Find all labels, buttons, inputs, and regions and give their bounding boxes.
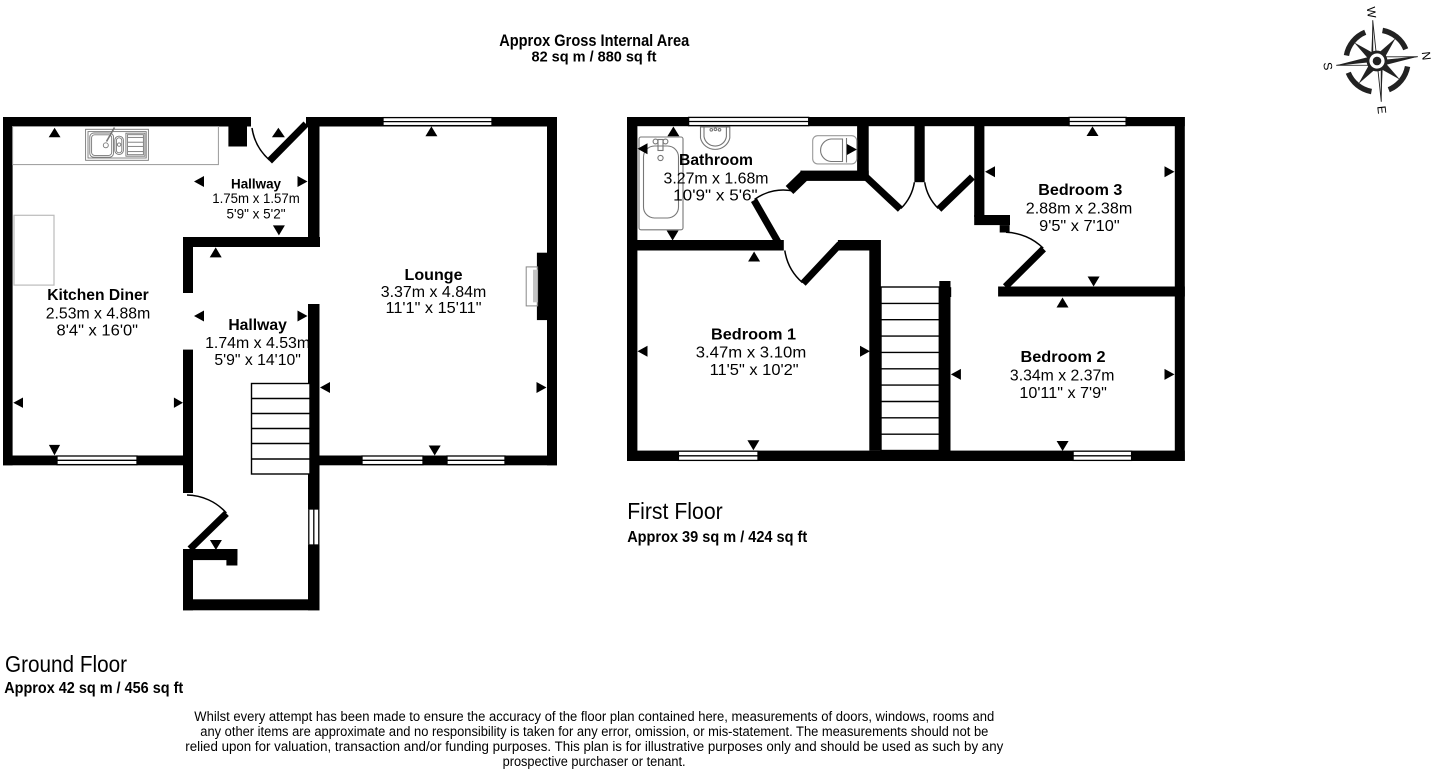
svg-text:3.34m x 2.37m: 3.34m x 2.37m: [1010, 367, 1115, 384]
svg-text:11'5" x 10'2": 11'5" x 10'2": [710, 362, 799, 379]
svg-text:Hallway: Hallway: [231, 176, 281, 192]
svg-text:Approx 42 sq m / 456 sq ft: Approx 42 sq m / 456 sq ft: [4, 680, 184, 697]
svg-text:2.53m x 4.88m: 2.53m x 4.88m: [46, 305, 151, 322]
svg-text:10'11" x 7'9": 10'11" x 7'9": [1019, 385, 1107, 402]
svg-text:3.37m x 4.84m: 3.37m x 4.84m: [381, 284, 487, 301]
svg-text:1.75m x 1.57m: 1.75m x 1.57m: [212, 190, 300, 206]
svg-text:Kitchen Diner: Kitchen Diner: [47, 287, 149, 304]
svg-text:First Floor: First Floor: [627, 498, 723, 524]
svg-text:Approx Gross Internal Area: Approx Gross Internal Area: [499, 31, 689, 50]
svg-text:3.47m x 3.10m: 3.47m x 3.10m: [696, 344, 807, 361]
svg-text:prospective purchaser or tenan: prospective purchaser or tenant.: [503, 754, 686, 769]
svg-text:Bedroom 1: Bedroom 1: [711, 327, 796, 344]
svg-text:relied upon for valuation, tra: relied upon for valuation, transaction a…: [185, 739, 1003, 754]
svg-text:W: W: [1364, 6, 1379, 19]
svg-text:5'9" x 5'2": 5'9" x 5'2": [227, 205, 286, 221]
svg-text:11'1" x 15'11": 11'1" x 15'11": [386, 300, 482, 317]
svg-text:10'9" x 5'6": 10'9" x 5'6": [673, 188, 758, 205]
svg-text:8'4" x 16'0": 8'4" x 16'0": [57, 322, 139, 339]
svg-text:N: N: [1419, 51, 1432, 61]
svg-text:Lounge: Lounge: [405, 267, 463, 284]
svg-text:1.74m x 4.53m: 1.74m x 4.53m: [205, 335, 310, 352]
svg-text:Whilst every attempt has been: Whilst every attempt has been made to en…: [194, 709, 994, 724]
svg-text:3.27m x 1.68m: 3.27m x 1.68m: [664, 171, 769, 188]
svg-text:Hallway: Hallway: [228, 317, 287, 334]
svg-text:82 sq m / 880 sq ft: 82 sq m / 880 sq ft: [532, 48, 657, 65]
svg-text:S: S: [1320, 61, 1335, 70]
svg-text:Ground Floor: Ground Floor: [5, 651, 127, 677]
svg-text:E: E: [1374, 105, 1389, 114]
svg-text:2.88m x 2.38m: 2.88m x 2.38m: [1026, 201, 1133, 218]
svg-text:9'5" x 7'10": 9'5" x 7'10": [1039, 218, 1120, 235]
svg-text:any other items are approximat: any other items are approximate and no r…: [200, 724, 988, 739]
svg-text:Bedroom 3: Bedroom 3: [1038, 182, 1122, 199]
svg-text:Bathroom: Bathroom: [679, 152, 753, 169]
svg-text:Approx 39 sq m / 424 sq ft: Approx 39 sq m / 424 sq ft: [627, 529, 808, 546]
svg-text:5'9" x 14'10": 5'9" x 14'10": [214, 352, 301, 369]
svg-text:Bedroom 2: Bedroom 2: [1021, 349, 1106, 366]
